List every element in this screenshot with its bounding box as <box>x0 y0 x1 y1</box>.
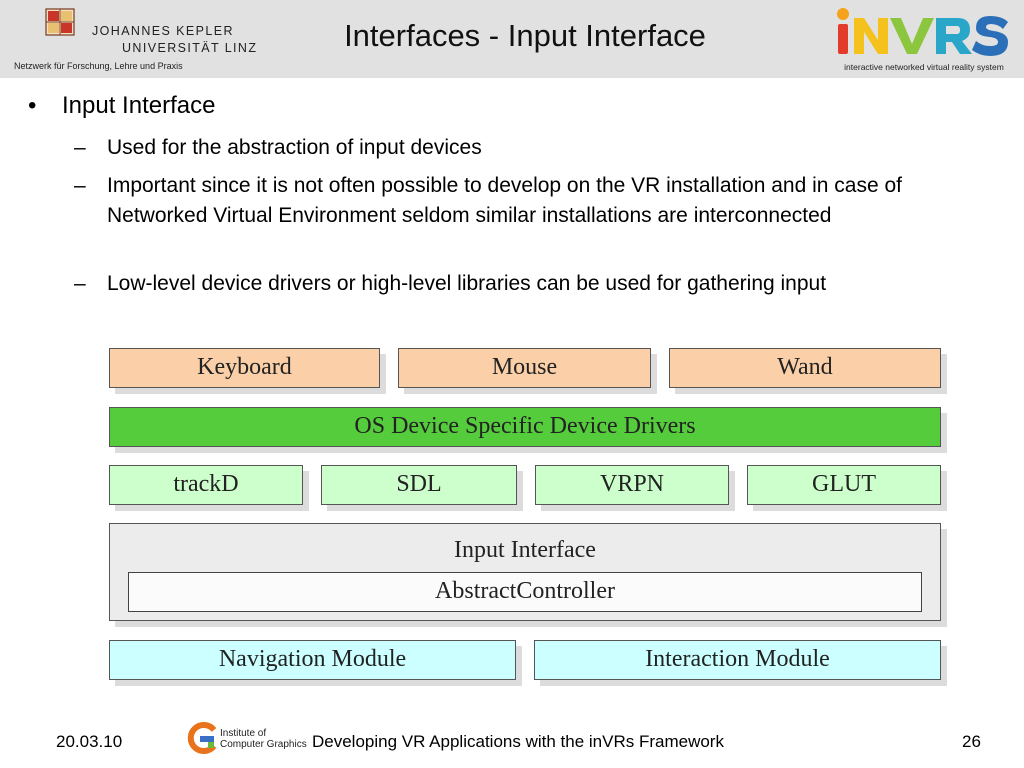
footer-title: Developing VR Applications with the inVR… <box>312 732 724 751</box>
institute-name: Institute of Computer Graphics <box>220 728 307 750</box>
device-drivers-label: OS Device Specific Device Drivers <box>354 413 696 439</box>
footer-date: 20.03.10 <box>56 732 123 751</box>
university-name-line1: JOHANNES KEPLER <box>92 24 234 38</box>
abstract-controller-label: AbstractController <box>435 578 615 604</box>
university-crest-icon <box>45 8 75 36</box>
library-label: VRPN <box>599 471 665 497</box>
module-label: Navigation Module <box>218 646 407 672</box>
device-label: Mouse <box>491 354 558 380</box>
page-number: 26 <box>962 732 981 751</box>
institute-logo-icon <box>187 722 217 754</box>
input-interface-label: Input Interface <box>454 537 596 563</box>
device-box-keyboard: Keyboard <box>109 348 380 388</box>
institute-name-line2: Computer Graphics <box>220 739 307 750</box>
sub-bullet: – Important since it is not often possib… <box>74 171 1004 231</box>
device-box-mouse: Mouse <box>398 348 651 388</box>
device-label: Keyboard <box>197 354 292 380</box>
sub-bullet: – Low-level device drivers or high-level… <box>74 269 1004 299</box>
sub-bullet: – Used for the abstraction of input devi… <box>74 133 1004 163</box>
library-label: SDL <box>396 471 442 497</box>
slide-header: JOHANNES KEPLER UNIVERSITÄT LINZ Netzwer… <box>0 0 1024 78</box>
bullet-dot: • <box>28 92 37 119</box>
module-label: Interaction Module <box>645 646 830 672</box>
navigation-module-box: Navigation Module <box>109 640 516 680</box>
slide-title: Interfaces - Input Interface <box>344 18 706 53</box>
bullet-main-text: Input Interface <box>62 92 216 119</box>
device-drivers-box: OS Device Specific Device Drivers <box>109 407 941 447</box>
dash-marker: – <box>74 272 86 295</box>
sub-bullet-text: Important since it is not often possible… <box>107 174 902 227</box>
invrs-logo-subtitle: interactive networked virtual reality sy… <box>844 62 1004 72</box>
invrs-logo: interactive networked virtual reality sy… <box>832 4 1016 74</box>
library-label: GLUT <box>812 471 876 497</box>
device-label: Wand <box>777 354 833 380</box>
invrs-logo-icon <box>837 8 1008 56</box>
library-box-vrpn: VRPN <box>535 465 729 505</box>
university-tagline: Netzwerk für Forschung, Lehre und Praxis <box>14 61 183 71</box>
dash-marker: – <box>74 174 86 197</box>
sub-bullet-text: Used for the abstraction of input device… <box>107 136 482 159</box>
dash-marker: – <box>74 136 86 159</box>
institute-logo: Institute of Computer Graphics <box>186 722 307 756</box>
institute-name-line1: Institute of <box>220 728 267 739</box>
university-logo: JOHANNES KEPLER UNIVERSITÄT LINZ Netzwer… <box>12 6 256 72</box>
sub-bullet-text: Low-level device drivers or high-level l… <box>107 272 827 295</box>
device-box-wand: Wand <box>669 348 941 388</box>
university-name-line2: UNIVERSITÄT LINZ <box>122 41 258 55</box>
abstract-controller-box: AbstractController <box>128 572 922 612</box>
library-box-trackd: trackD <box>109 465 303 505</box>
library-box-sdl: SDL <box>321 465 517 505</box>
library-box-glut: GLUT <box>747 465 941 505</box>
interaction-module-box: Interaction Module <box>534 640 941 680</box>
library-label: trackD <box>173 471 239 497</box>
